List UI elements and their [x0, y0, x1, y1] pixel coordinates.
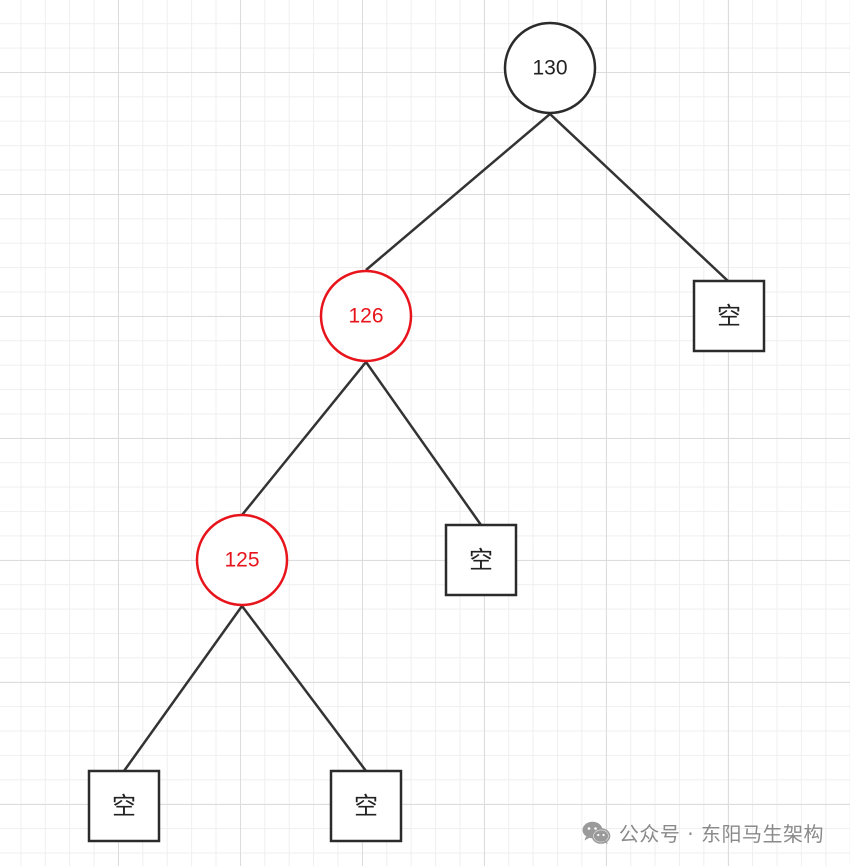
null-leaf-box — [87, 769, 161, 843]
node-125-label: 125 — [224, 549, 259, 572]
watermark-text: 公众号 · 东阳马生架构 — [618, 822, 824, 846]
edge-125-nil-left — [122, 605, 244, 772]
node-130-circle — [503, 21, 597, 115]
null-leaf-125-left: 空 — [87, 769, 161, 843]
edge-126-nil — [364, 361, 483, 526]
edges — [122, 113, 729, 772]
null-leaf-label: 空 — [112, 792, 136, 820]
node-126-circle — [319, 269, 413, 363]
null-leaf-box — [329, 769, 403, 843]
watermark: 公众号 · 东阳马生架构 — [581, 818, 824, 847]
edge-125-nil-right — [241, 605, 367, 772]
null-leaf-label: 空 — [469, 546, 493, 574]
null-leaf-126-right: 空 — [444, 523, 518, 597]
null-leaf-box — [692, 279, 766, 353]
node-130-label: 130 — [532, 57, 567, 80]
null-leaf-130-right: 空 — [692, 279, 766, 353]
null-leaf-125-right: 空 — [329, 769, 403, 843]
edge-126-125 — [241, 361, 367, 516]
node-130: 130 — [503, 21, 597, 115]
node-125-circle — [195, 513, 289, 607]
wechat-icon — [582, 821, 611, 844]
node-126: 126 — [319, 269, 413, 363]
node-125: 125 — [195, 513, 289, 607]
edge-130-126 — [365, 113, 551, 271]
null-leaf-label: 空 — [354, 792, 378, 820]
edge-130-nil — [549, 113, 729, 282]
null-leaf-label: 空 — [717, 302, 741, 330]
node-126-label: 126 — [348, 305, 383, 328]
null-leaf-box — [444, 523, 518, 597]
